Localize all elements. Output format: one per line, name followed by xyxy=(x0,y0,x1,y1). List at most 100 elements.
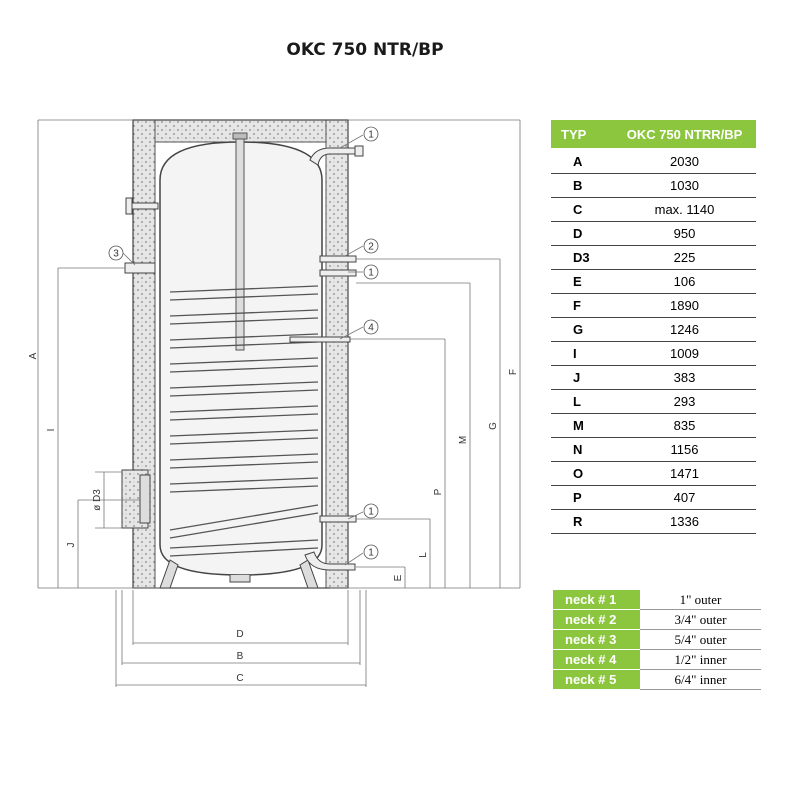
dimension-key: D3 xyxy=(551,245,613,270)
dimension-value: 1156 xyxy=(613,437,756,462)
dim-label-j: J xyxy=(66,543,77,548)
lower-coil xyxy=(169,504,319,557)
dim-label-p: P xyxy=(433,488,444,495)
svg-text:1: 1 xyxy=(368,548,374,559)
svg-text:1: 1 xyxy=(368,268,374,279)
dimension-key: A xyxy=(551,149,613,174)
dim-label-c: C xyxy=(236,673,243,684)
dim-label-g: G xyxy=(488,422,499,430)
callout-1-top: 1 xyxy=(363,126,379,142)
dimension-value: 106 xyxy=(613,269,756,294)
dimension-key: L xyxy=(551,389,613,414)
neck-label: neck # 5 xyxy=(553,669,640,690)
dimension-key: G xyxy=(551,317,613,342)
callout-4: 4 xyxy=(363,319,379,335)
dim-label-l: L xyxy=(418,552,429,558)
dim-label-f: F xyxy=(508,369,519,375)
neck-value: 1/2" inner xyxy=(640,649,761,670)
dimension-value: max. 1140 xyxy=(613,197,756,222)
dimension-value: 1471 xyxy=(613,461,756,486)
dimension-value: 225 xyxy=(613,245,756,270)
header-model: OKC 750 NTRR/BP xyxy=(613,120,756,150)
neck-value: 1" outer xyxy=(640,590,761,610)
dimension-value: 2030 xyxy=(613,149,756,174)
nozzles xyxy=(121,145,364,571)
dimension-key: D xyxy=(551,221,613,246)
dim-label-d3: ø D3 xyxy=(92,489,103,511)
dim-label-m: M xyxy=(458,436,469,444)
dimension-key: J xyxy=(551,365,613,390)
dimension-value: 835 xyxy=(613,413,756,438)
upper-coil xyxy=(169,285,319,493)
dimension-value: 950 xyxy=(613,221,756,246)
neck-label: neck # 4 xyxy=(553,649,640,670)
dimension-value: 1336 xyxy=(613,509,756,534)
dimension-value: 293 xyxy=(613,389,756,414)
callout-1-mid: 1 xyxy=(363,264,379,280)
dimension-labels: A I J ø D3 F G M P L E D B C xyxy=(28,352,519,684)
insulation-jacket xyxy=(132,119,349,589)
callout-3: 3 xyxy=(108,245,124,261)
dimension-value: 407 xyxy=(613,485,756,510)
svg-text:1: 1 xyxy=(368,130,374,141)
dim-label-i: I xyxy=(46,429,57,432)
svg-text:3: 3 xyxy=(113,249,119,260)
dim-label-d: D xyxy=(236,629,243,640)
dimension-key: O xyxy=(551,461,613,486)
dimension-value: 1009 xyxy=(613,341,756,366)
callouts: 1 2 1 4 1 1 3 xyxy=(108,126,379,560)
dimension-table-header: TYP OKC 750 NTRR/BP xyxy=(551,120,756,150)
dimension-key: B xyxy=(551,173,613,198)
dimension-key: C xyxy=(551,197,613,222)
callout-2: 2 xyxy=(363,238,379,254)
dimension-value: 1030 xyxy=(613,173,756,198)
dim-label-b: B xyxy=(237,651,244,662)
dimension-value: 383 xyxy=(613,365,756,390)
dim-label-a: A xyxy=(28,352,39,359)
neck-value: 3/4" outer xyxy=(640,609,761,630)
svg-text:2: 2 xyxy=(368,242,374,253)
dimension-key: M xyxy=(551,413,613,438)
dimension-key: N xyxy=(551,437,613,462)
dimension-key: I xyxy=(551,341,613,366)
dimension-lines xyxy=(37,119,521,687)
svg-text:4: 4 xyxy=(368,323,374,334)
dimension-value: 1246 xyxy=(613,317,756,342)
page-title: OKC 750 NTR/BP xyxy=(286,40,444,60)
anode-rod xyxy=(232,132,248,351)
dim-label-e: E xyxy=(393,574,404,581)
neck-value: 6/4" inner xyxy=(640,669,761,690)
dimension-key: E xyxy=(551,269,613,294)
neck-value: 5/4" outer xyxy=(640,629,761,650)
dimension-key: P xyxy=(551,485,613,510)
callout-1-low: 1 xyxy=(363,503,379,519)
dimension-value: 1890 xyxy=(613,293,756,318)
neck-label: neck # 2 xyxy=(553,609,640,630)
callout-1-bottom: 1 xyxy=(363,544,379,560)
neck-label: neck # 3 xyxy=(553,629,640,650)
svg-text:1: 1 xyxy=(368,507,374,518)
